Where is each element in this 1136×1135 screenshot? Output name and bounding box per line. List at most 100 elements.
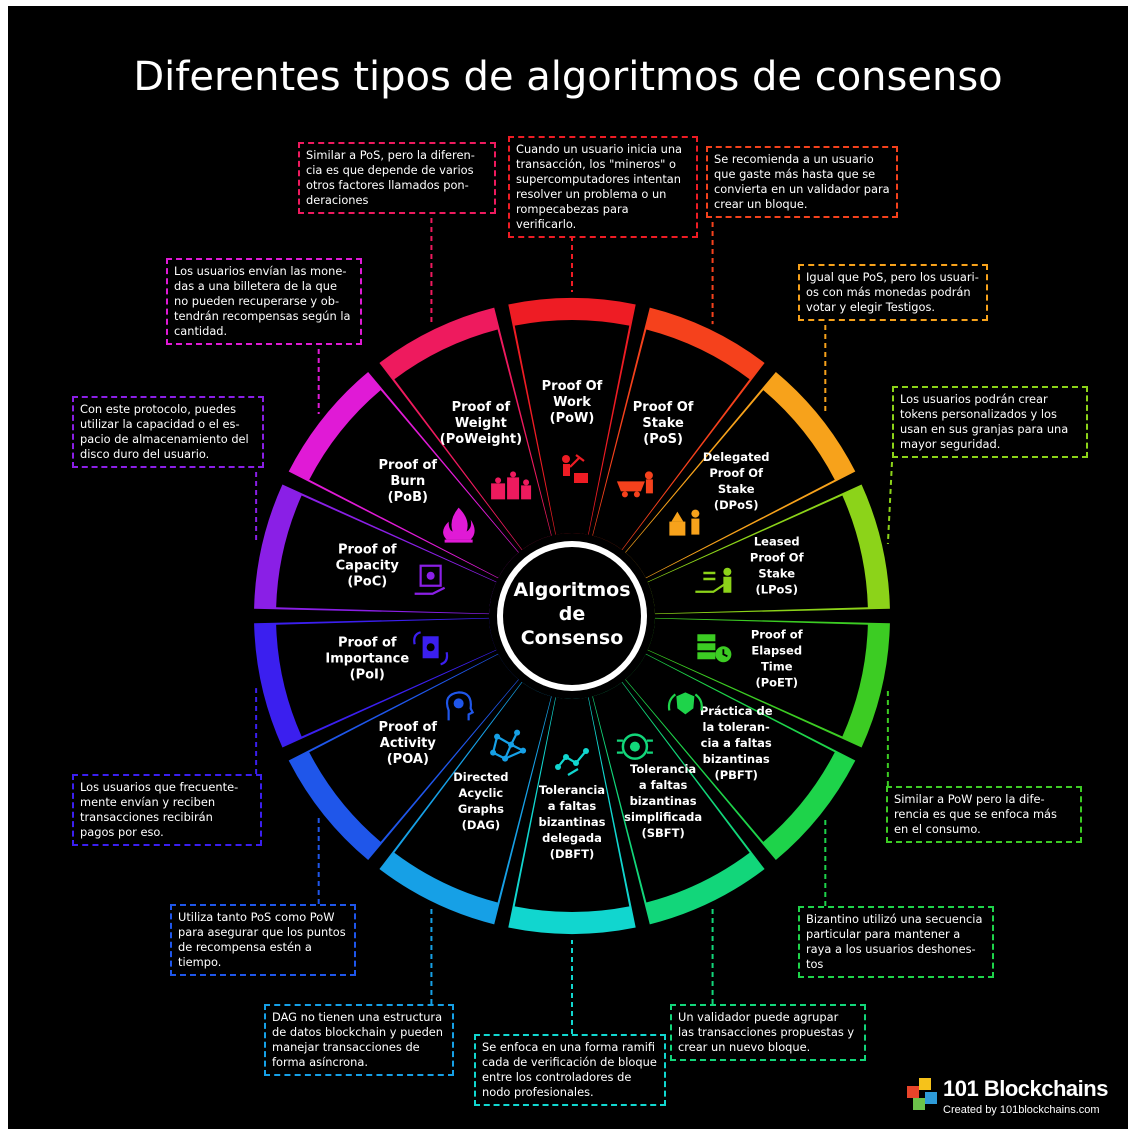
segment-inner [309, 654, 519, 842]
description-line: no pueden recuperarse y ob- [174, 294, 340, 308]
description-line: otros factores llamados pon- [306, 178, 469, 192]
hand-coins-icon [695, 567, 732, 593]
brand-credit: Created by 101blockchains.com [943, 1104, 1100, 1116]
description-line: Los usuarios que frecuente- [80, 780, 239, 794]
description-line: crear un nuevo bloque. [678, 1040, 811, 1054]
description-line: das a una billetera de la que [174, 279, 337, 293]
description-line: usan en sus granjas para una [900, 422, 1069, 436]
description-line: Igual que PoS, pero los usuari- [806, 270, 979, 284]
description-line: Se enfoca en una forma ramifi [482, 1040, 656, 1054]
description-line: particular para mantener a [806, 927, 961, 941]
segment-inner [514, 319, 630, 535]
description-line: que gaste más hasta que se [714, 167, 876, 181]
segment-inner [592, 329, 750, 550]
minecart-icon [616, 471, 653, 498]
segment-inner [647, 495, 868, 614]
description-line: os con más monedas podrán [806, 285, 971, 299]
server-clock-icon [697, 634, 732, 663]
description-line: nodo profesionales. [482, 1085, 594, 1099]
money-cycle-icon [413, 631, 449, 666]
description-line: crear un bloque. [714, 197, 808, 211]
description-box: Los usuarios envían las mone-das a una b… [166, 258, 362, 345]
brand-logo: 101 Blockchains Created by 101blockchain… [903, 1074, 1123, 1124]
description-line: cada de verificación de bloque [482, 1055, 657, 1069]
description-line: entre los controladores de [482, 1070, 632, 1084]
segment-inner [592, 682, 750, 903]
description-line: de datos blockchain y pueden [272, 1025, 444, 1039]
infographic-canvas: Diferentes tipos de algoritmos de consen… [8, 6, 1128, 1129]
segment-inner [276, 618, 497, 737]
description-box: Los usuarios que frecuente-mente envían … [72, 774, 262, 846]
description-line: para asegurar que los puntos [178, 925, 346, 939]
description-line: deraciones [306, 193, 369, 207]
description-line: de recompensa estén a tiempo. [178, 940, 312, 969]
description-line: cantidad. [174, 324, 228, 338]
center-disc [503, 547, 641, 685]
hand-safe-icon [414, 564, 446, 595]
hand-graph-icon [555, 748, 589, 776]
description-line: rencia es que se enfoca más [894, 807, 1057, 821]
description-line: Cuando un usuario inicia una [516, 142, 683, 156]
description-line: DAG no tienen una estructura [272, 1010, 443, 1024]
segment-inner [514, 697, 630, 912]
description-line: disco duro del usuario. [80, 447, 210, 461]
description-line: resolver un problema o un [516, 187, 667, 201]
description-line: mente envían y reciben [80, 795, 216, 809]
description-box: Igual que PoS, pero los usuari-os con má… [798, 264, 988, 321]
description-line: pacio de almacenamiento del [80, 432, 249, 446]
description-line: manejar transacciones de [272, 1040, 420, 1054]
description-line: Similar a PoW pero la dife- [894, 792, 1045, 806]
network-icon [490, 729, 527, 762]
description-line: en el consumo. [894, 822, 981, 836]
segment-inner [394, 682, 552, 903]
description-line: Se recomienda a un usuario [714, 152, 874, 166]
description-line: utilizar la capacidad o el es- [80, 417, 240, 431]
description-line: Utiliza tanto PoS como PoW [178, 910, 335, 924]
description-line: raya a los usuarios deshones- [806, 942, 976, 956]
description-line: transacciones recibirán [80, 810, 213, 824]
page-title: Diferentes tipos de algoritmos de consen… [133, 54, 1003, 100]
miner-icon [562, 454, 588, 483]
delegate-icon [669, 509, 700, 536]
description-line: transacción, los "mineros" o [516, 157, 676, 171]
fire-icon [443, 507, 475, 543]
description-line: convierta en un validador para [714, 182, 890, 196]
description-line: tendrán recompensas según la [174, 309, 351, 323]
description-line: Los usuarios envían las mone- [174, 264, 347, 278]
cubes-logo-icon [907, 1078, 937, 1110]
description-box: Similar a PoS, pero la diferen-cia es qu… [298, 142, 496, 214]
shield-hands-icon [667, 692, 703, 715]
